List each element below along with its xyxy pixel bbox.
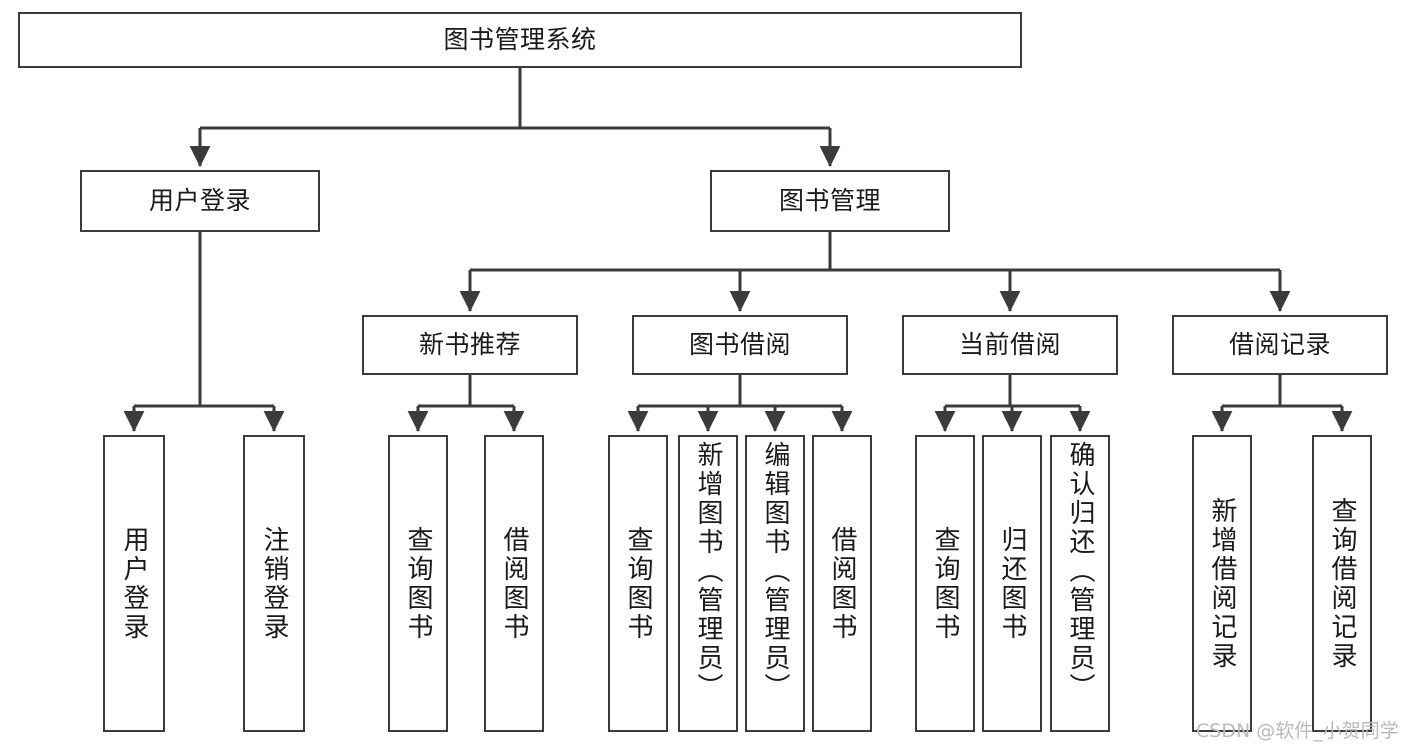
leaf-borrow-book-2-label: 借阅图书 (827, 525, 857, 642)
leaf-add-record-label: 新增借阅记录 (1207, 496, 1237, 671)
node-borrow-record-label: 借阅记录 (1228, 330, 1331, 360)
leaf-borrow-book-2[interactable]: 借阅图书 (812, 435, 872, 732)
leaf-user-login[interactable]: 用户登录 (103, 435, 165, 732)
node-new-book-rec[interactable]: 新书推荐 (362, 315, 578, 375)
leaf-return-book-label: 归还图书 (997, 525, 1027, 642)
leaf-edit-book-label: 编辑图书（管理员） (760, 441, 790, 702)
leaf-query-book-1[interactable]: 查询图书 (388, 435, 448, 732)
leaf-query-book-2-label: 查询图书 (623, 525, 653, 642)
leaf-edit-book[interactable]: 编辑图书（管理员） (745, 435, 805, 732)
leaf-add-book-label: 新增图书（管理员） (693, 441, 723, 702)
node-user-login-label: 用户登录 (148, 186, 251, 216)
node-current-borrow[interactable]: 当前借阅 (902, 315, 1118, 375)
node-book-manage-label: 图书管理 (778, 186, 881, 216)
leaf-add-book[interactable]: 新增图书（管理员） (678, 435, 738, 732)
node-book-manage[interactable]: 图书管理 (710, 170, 950, 232)
leaf-query-book-1-label: 查询图书 (403, 525, 433, 642)
leaf-return-book[interactable]: 归还图书 (982, 435, 1042, 732)
leaf-logout-label: 注销登录 (259, 525, 289, 642)
leaf-query-record[interactable]: 查询借阅记录 (1312, 435, 1372, 732)
leaf-query-book-3[interactable]: 查询图书 (915, 435, 975, 732)
node-book-borrow-label: 图书借阅 (688, 330, 791, 360)
leaf-borrow-book-1-label: 借阅图书 (499, 525, 529, 642)
node-root[interactable]: 图书管理系统 (18, 12, 1022, 68)
leaf-logout[interactable]: 注销登录 (243, 435, 305, 732)
node-current-borrow-label: 当前借阅 (958, 330, 1061, 360)
leaf-confirm-return-label: 确认归还（管理员） (1065, 441, 1095, 702)
leaf-query-book-2[interactable]: 查询图书 (608, 435, 668, 732)
node-borrow-record[interactable]: 借阅记录 (1172, 315, 1388, 375)
leaf-user-login-label: 用户登录 (119, 525, 149, 642)
csdn-watermark: CSDN @软件_小贺同学 (1196, 720, 1399, 742)
leaf-query-record-label: 查询借阅记录 (1327, 496, 1357, 671)
node-book-borrow[interactable]: 图书借阅 (632, 315, 848, 375)
leaf-confirm-return[interactable]: 确认归还（管理员） (1050, 435, 1110, 732)
leaf-query-book-3-label: 查询图书 (930, 525, 960, 642)
node-root-label: 图书管理系统 (443, 25, 597, 55)
leaf-borrow-book-1[interactable]: 借阅图书 (484, 435, 544, 732)
node-new-book-rec-label: 新书推荐 (418, 330, 521, 360)
node-user-login[interactable]: 用户登录 (80, 170, 320, 232)
leaf-add-record[interactable]: 新增借阅记录 (1192, 435, 1252, 732)
